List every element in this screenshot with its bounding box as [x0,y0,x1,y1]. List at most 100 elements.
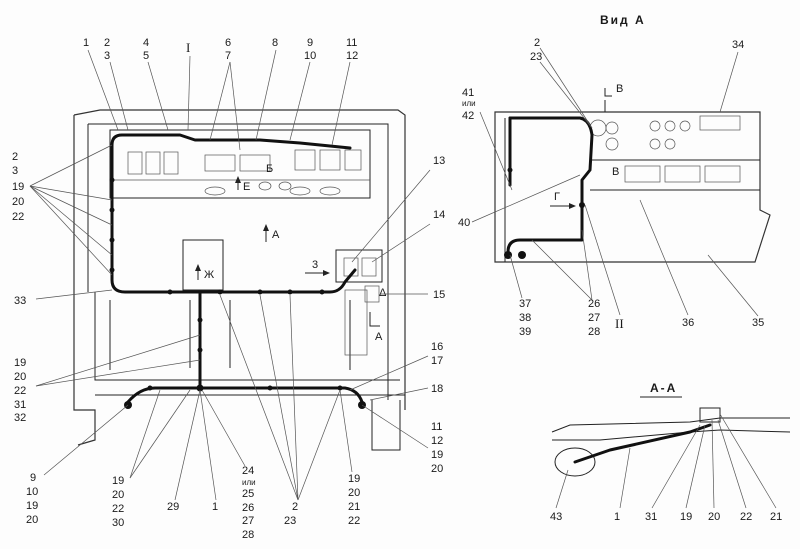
svg-text:26: 26 [588,298,600,310]
section-aa-title: А-А [650,381,677,395]
svg-text:или: или [462,99,476,108]
main-view: А Б Е Ж 3 Δ А I 1 2 3 4 5 6 7 8 9 10 11 … [12,37,445,541]
svg-text:43: 43 [550,511,562,523]
steering-column [182,239,224,291]
svg-text:22: 22 [12,211,24,223]
svg-text:11: 11 [431,421,442,433]
view-a-gauges [589,115,741,183]
svg-text:32: 32 [14,412,26,424]
svg-text:2: 2 [292,501,298,513]
svg-text:28: 28 [242,529,254,541]
arrow-g-label: Г [554,191,560,203]
svg-text:20: 20 [348,487,360,499]
arrow-a-label: А [272,229,280,241]
svg-text:9: 9 [307,37,313,49]
right-mount [371,400,401,451]
left-callouts: 2 3 19 20 22 33 19 20 22 31 32 [12,151,26,424]
svg-text:20: 20 [112,489,124,501]
svg-text:25: 25 [242,488,254,500]
svg-text:8: 8 [272,37,278,49]
relay-box [335,249,383,283]
svg-text:27: 27 [242,515,254,527]
section-aa: А-А 43 1 31 19 20 22 21 [550,381,791,523]
top-harness [110,133,352,150]
svg-text:26: 26 [242,502,254,514]
svg-text:1: 1 [212,501,218,513]
svg-text:20: 20 [26,514,38,526]
arrow-e-label: Е [243,181,250,193]
svg-text:19: 19 [680,511,692,523]
svg-text:12: 12 [346,50,358,62]
view-a-clips [504,167,585,259]
svg-text:2: 2 [534,37,540,49]
view-a-title: Вид А [600,13,646,27]
svg-text:7: 7 [225,50,231,62]
right-leaders [349,169,431,449]
left-leaders [29,144,201,387]
svg-text:3: 3 [104,50,110,62]
svg-text:19: 19 [112,475,124,487]
svg-text:11: 11 [346,37,357,49]
body-top-edge [73,109,406,410]
svg-text:20: 20 [708,511,720,523]
bottom-leaders [43,294,353,501]
svg-text:10: 10 [26,486,38,498]
svg-text:16: 16 [431,341,443,353]
main-harness [110,143,357,294]
svg-text:12: 12 [431,435,443,447]
svg-text:14: 14 [433,209,445,221]
view-a-leaders [471,47,759,317]
svg-text:37: 37 [519,298,531,310]
svg-text:28: 28 [588,326,600,338]
arrow-3-label: 3 [312,259,318,271]
svg-text:30: 30 [112,517,124,529]
svg-text:34: 34 [732,39,744,51]
svg-text:20: 20 [14,371,26,383]
svg-text:2: 2 [104,37,110,49]
svg-text:10: 10 [304,50,316,62]
column-support [189,300,231,368]
svg-text:22: 22 [348,515,360,527]
arrow-v-label: В [616,83,623,95]
svg-text:6: 6 [225,37,231,49]
svg-text:40: 40 [458,217,470,229]
svg-text:23: 23 [530,51,542,63]
svg-text:15: 15 [433,289,445,301]
svg-text:24: 24 [242,465,254,477]
svg-text:33: 33 [14,295,26,307]
svg-text:18: 18 [431,383,443,395]
svg-text:17: 17 [431,355,443,367]
svg-text:19: 19 [431,449,443,461]
section-a-label: А [375,331,383,343]
svg-text:38: 38 [519,312,531,324]
svg-text:9: 9 [30,472,36,484]
body-left-edge [73,115,96,446]
arrow-b-label: Б [266,163,273,175]
svg-text:31: 31 [14,399,26,411]
svg-text:1: 1 [614,511,620,523]
svg-text:20: 20 [12,196,24,208]
svg-text:22: 22 [112,503,124,515]
svg-text:19: 19 [12,181,24,193]
bottom-callouts: 9 10 19 20 19 20 22 30 29 1 24 или 25 26… [26,465,360,541]
arrow-v2-label: В [612,166,619,178]
view-a-harness [506,116,594,254]
svg-text:21: 21 [770,511,782,523]
aa-fastener [699,407,721,423]
svg-text:5: 5 [143,50,149,62]
floor-line [94,292,400,381]
svg-text:21: 21 [348,501,360,513]
svg-text:22: 22 [740,511,752,523]
connector-15 [364,285,380,303]
top-callouts: 1 2 3 4 5 6 7 8 9 10 11 12 [83,37,358,62]
svg-text:19: 19 [348,473,360,485]
aa-harness [573,423,712,464]
svg-text:или: или [242,478,256,487]
view-a: Вид А В В Г II 2 23 34 41 [458,13,771,338]
lower-harness [126,386,364,404]
svg-text:22: 22 [14,385,26,397]
view-a-callouts: 2 23 34 41 или 42 40 37 38 39 26 27 28 3… [458,37,764,338]
aa-panel-top [551,417,790,433]
